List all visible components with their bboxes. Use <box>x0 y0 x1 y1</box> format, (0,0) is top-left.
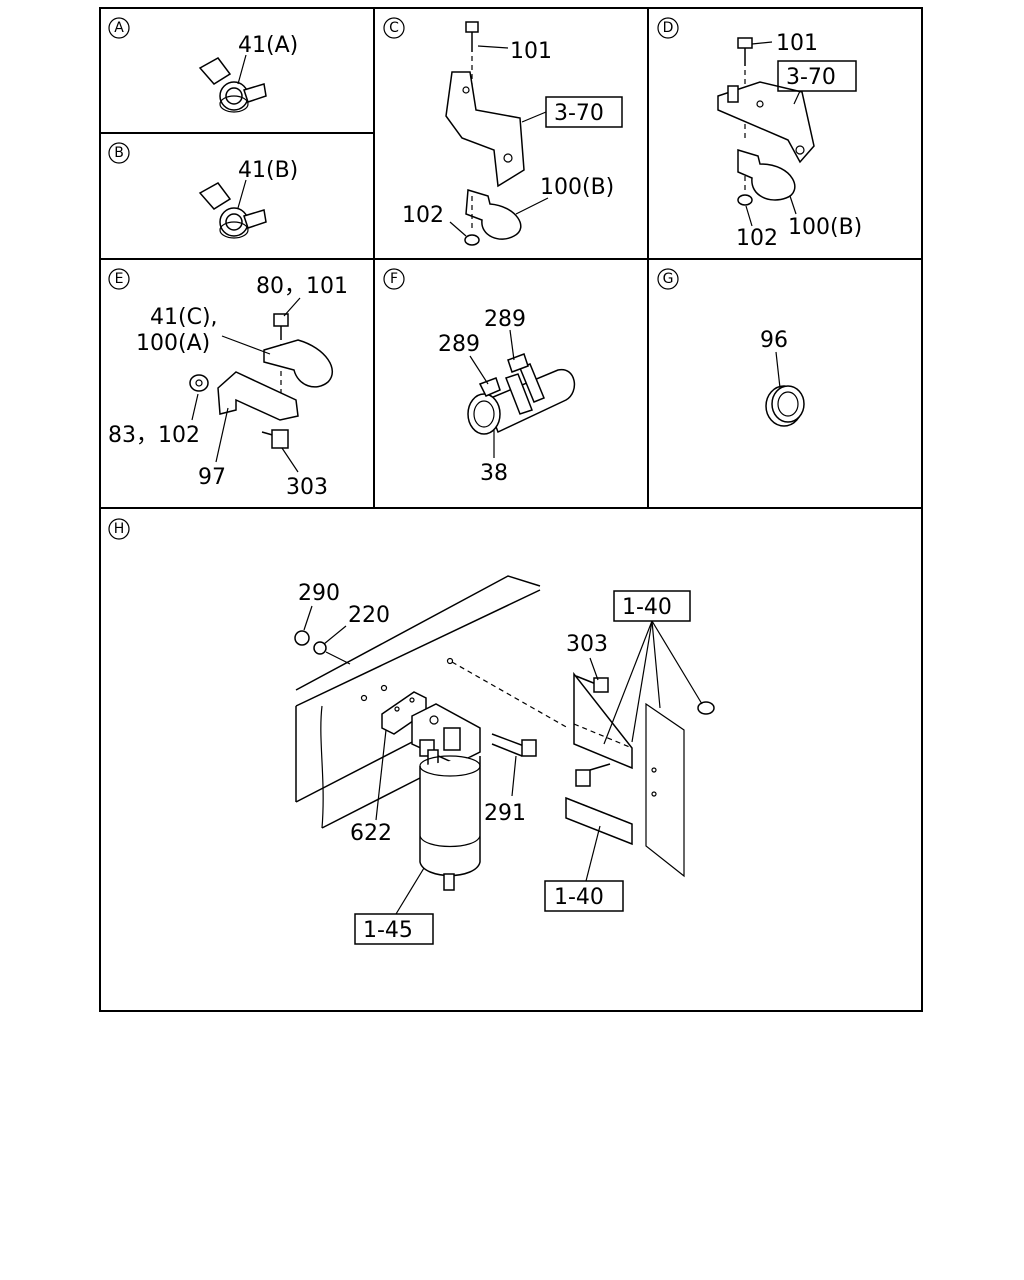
panel-g-marker: G <box>663 271 674 287</box>
reference-box: 3-70 <box>786 65 836 90</box>
part-label: 289 <box>438 332 480 357</box>
panel-g: G 96 <box>657 268 805 427</box>
grommet-drawing <box>765 385 805 427</box>
fuel-filter-assembly-drawing <box>294 575 715 891</box>
panel-b: B 41(B) <box>108 142 298 239</box>
panel-c: C 101 3-70 102 100(B) <box>383 17 623 246</box>
part-label: 290 <box>298 581 340 606</box>
part-label: 220 <box>348 603 390 628</box>
part-label: 291 <box>484 801 526 826</box>
diagram-grid <box>99 7 923 1012</box>
part-label: 97 <box>198 465 226 490</box>
hose-joint-drawing <box>467 353 576 435</box>
panel-h: H <box>108 518 715 945</box>
part-label: 303 <box>286 475 328 500</box>
bracket-c-drawing <box>445 21 525 246</box>
part-label: 80，101 <box>256 274 348 299</box>
bracket-e-drawing <box>189 313 334 449</box>
part-label: 100(A) <box>136 331 210 356</box>
part-label: 41(C), <box>150 305 218 330</box>
part-label: 289 <box>484 307 526 332</box>
panel-c-marker: C <box>389 20 399 36</box>
panel-a-marker: A <box>114 20 124 36</box>
part-label: 41(A) <box>238 33 298 58</box>
panel-f-marker: F <box>390 271 398 287</box>
panel-d: D 101 3-70 102 100(B) <box>657 17 862 251</box>
panel-a: A 41(A) <box>108 17 298 113</box>
panel-e-marker: E <box>115 271 124 287</box>
panel-d-marker: D <box>663 20 674 36</box>
panel-e: E 80，101 41(C), 100(A) 83，102 97 303 <box>108 268 348 500</box>
part-label: 41(B) <box>238 158 298 183</box>
part-label: 102 <box>736 226 778 251</box>
reference-box: 1-45 <box>363 918 413 943</box>
part-label: 38 <box>480 461 508 486</box>
part-label: 101 <box>776 31 818 56</box>
reference-box: 1-40 <box>622 595 672 620</box>
hose-clamp-a-drawing <box>198 57 267 113</box>
reference-box: 3-70 <box>554 101 604 126</box>
part-label: 83，102 <box>108 423 200 448</box>
bracket-d-drawing <box>717 37 815 206</box>
part-label: 100(B) <box>788 215 862 240</box>
panel-f: F 289 289 38 <box>383 268 576 486</box>
part-label: 96 <box>760 328 788 353</box>
panel-b-marker: B <box>114 145 124 161</box>
part-label: 622 <box>350 821 392 846</box>
hose-clamp-b-drawing <box>198 182 267 239</box>
part-label: 102 <box>402 203 444 228</box>
part-label: 100(B) <box>540 175 614 200</box>
part-label: 101 <box>510 39 552 64</box>
panel-h-marker: H <box>114 521 125 537</box>
part-label: 303 <box>566 632 608 657</box>
reference-box: 1-40 <box>554 885 604 910</box>
